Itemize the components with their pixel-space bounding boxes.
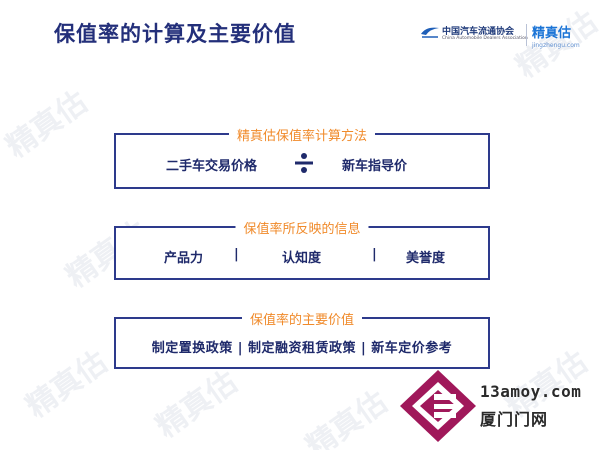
cada-logo-cn: 中国汽车流通协会 [442, 27, 515, 37]
main-value-box: 保值率的主要价值 制定置换政策 | 制定融资租赁政策 | 新车定价参考 [114, 309, 490, 369]
reflected-info-title: 保值率所反映的信息 [235, 218, 369, 237]
watermark: 精真估 [0, 84, 94, 166]
watermark: 精真估 [150, 364, 244, 446]
jzg-logo: 精真估 jingzhengu.com [532, 22, 592, 49]
cada-logo-en: China Automobile Dealers Association [442, 36, 528, 41]
header: 保值率的计算及主要价值 中国汽车流通协会 China Automobile De… [0, 0, 600, 62]
watermark: 精真估 [20, 344, 114, 426]
new-car-price-label: 新车指导价 [342, 159, 408, 174]
separator: | [372, 247, 377, 262]
jzg-logo-en: jingzhengu.com [532, 42, 580, 49]
cada-mark-icon [421, 27, 439, 38]
site-domain: 13amoy.com [480, 382, 582, 401]
cada-logo: 中国汽车流通协会 China Automobile Dealers Associ… [420, 22, 530, 48]
jzg-logo-cn: 精真估 [532, 26, 572, 41]
product-strength-label: 产品力 [164, 251, 204, 266]
site-logo-icon [400, 370, 476, 442]
site-watermark-logo: 13amoy.com 厦门门网 [398, 368, 588, 444]
reflected-info-box: 保值率所反映的信息 产品力 | 认知度 | 美誉度 [114, 218, 490, 280]
calculation-method-title: 精真估保值率计算方法 [228, 125, 376, 144]
separator: | [234, 247, 239, 262]
logo-divider [526, 24, 527, 46]
awareness-label: 认知度 [282, 251, 322, 266]
calculation-method-box: 精真估保值率计算方法 二手车交易价格 新车指导价 [114, 125, 490, 189]
divide-icon [295, 153, 313, 173]
reputation-label: 美誉度 [406, 251, 446, 266]
used-car-price-label: 二手车交易价格 [166, 159, 258, 174]
watermark: 精真估 [300, 384, 394, 450]
site-name-cn: 厦门门网 [480, 410, 549, 429]
page-title: 保值率的计算及主要价值 [54, 22, 296, 46]
main-value-title: 保值率的主要价值 [241, 309, 363, 328]
main-value-text: 制定置换政策 | 制定融资租赁政策 | 新车定价参考 [151, 341, 453, 356]
